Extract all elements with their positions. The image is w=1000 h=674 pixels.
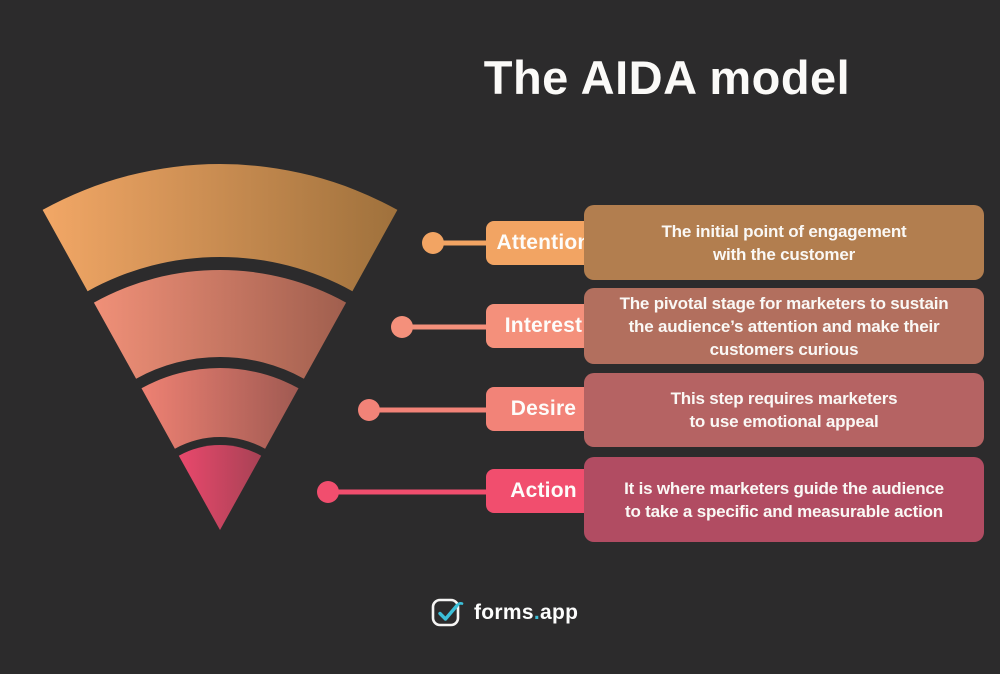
stage-badge-attention: Attention [486,221,601,265]
aida-funnel-diagram [42,164,398,530]
funnel-segment-attention [42,164,398,292]
logo-text-dot: . [533,600,540,624]
stage-description-desire: This step requires marketers to use emot… [584,373,984,447]
description-line: the audience’s attention and make their [628,316,940,336]
description-line: to take a specific and measurable action [625,501,943,521]
logo-text-app: app [540,600,579,624]
funnel-segment-interest [93,269,347,379]
check-square-icon [431,598,464,627]
logo-wordmark: forms.app [474,601,578,625]
description-line: The pivotal stage for marketers to susta… [619,293,949,313]
stage-description-action: It is where marketers guide the audience… [584,457,984,542]
description-line: with the customer [712,244,856,264]
stage-badge-action: Action [486,469,601,513]
description-line: The initial point of engagement [661,221,907,241]
funnel-segment-action [178,445,262,530]
description-line: This step requires marketers [670,389,898,408]
stage-badge-desire: Desire [486,387,601,431]
description-line: It is where marketers guide the audience [624,478,944,498]
description-line: customers curious [709,339,859,359]
logo-text-forms: forms [474,600,534,624]
stage-badge-interest: Interest [486,304,601,348]
description-line: to use emotional appeal [689,412,879,431]
stage-description-attention: The initial point of engagement with the… [584,205,984,280]
forms-app-logo: forms.app [431,596,578,629]
page-title: The AIDA model [483,51,851,104]
funnel-segment-desire [141,368,299,449]
stage-description-interest: The pivotal stage for marketers to susta… [584,288,984,364]
